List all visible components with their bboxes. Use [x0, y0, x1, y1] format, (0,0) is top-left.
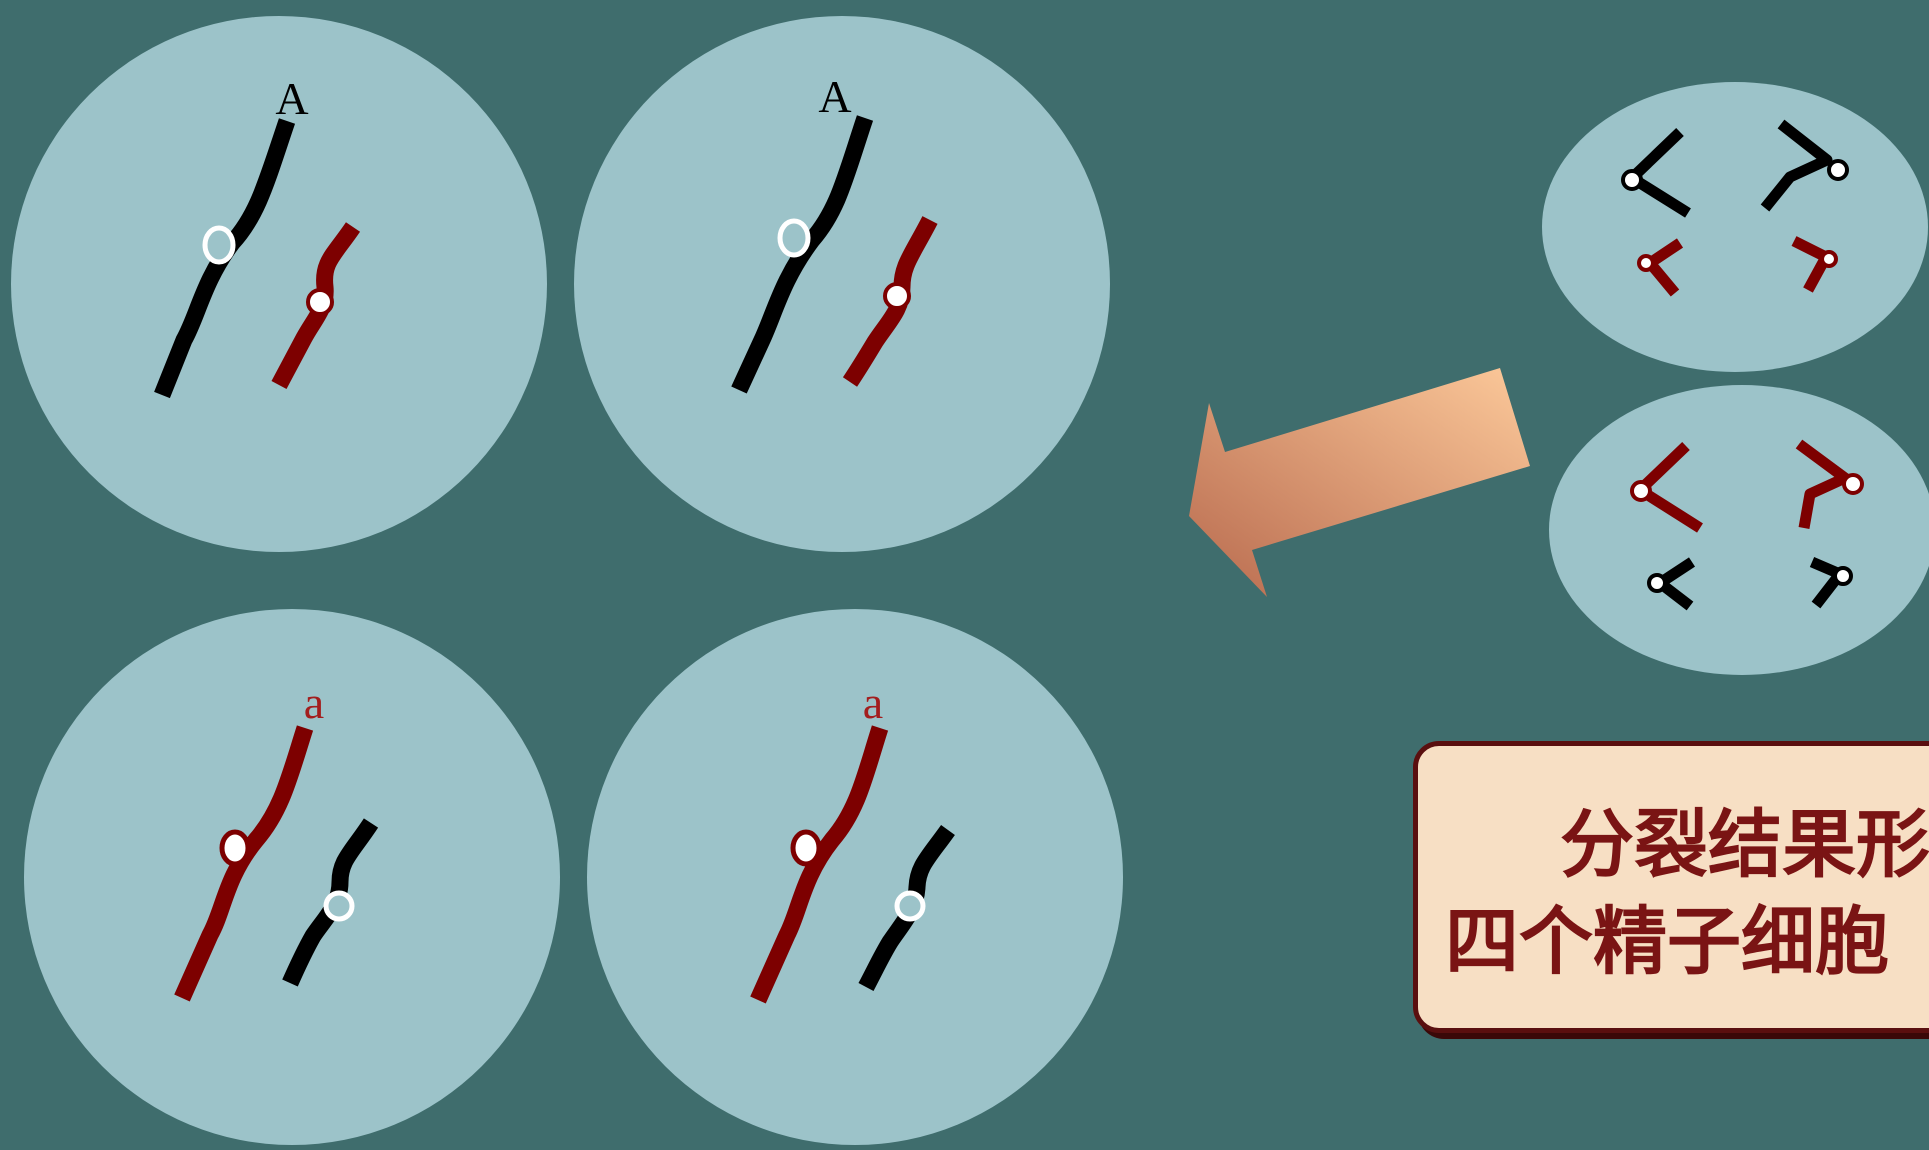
gene-label: A	[275, 73, 308, 124]
centromere	[1649, 575, 1665, 591]
centromere	[793, 832, 819, 864]
sperm-cell-3	[24, 609, 560, 1145]
centromere	[1822, 252, 1836, 266]
centromere	[326, 893, 352, 919]
centromere	[222, 832, 248, 864]
gene-label: A	[818, 71, 851, 122]
centromere	[1829, 161, 1847, 179]
centromere	[897, 893, 923, 919]
caption-line-2: 四个精子细胞	[1445, 905, 1889, 979]
centromere	[885, 284, 909, 308]
secondary-spermatocyte-top	[1542, 82, 1928, 372]
centromere	[1844, 475, 1862, 493]
caption-line-1: 分裂结果形	[1560, 808, 1929, 882]
gene-label: a	[863, 677, 883, 728]
gene-label: a	[304, 677, 324, 728]
centromere	[1623, 171, 1641, 189]
left-arrow	[1189, 368, 1530, 597]
secondary-spermatocyte-bottom	[1549, 385, 1929, 675]
centromere	[308, 290, 332, 314]
centromere	[1835, 568, 1851, 584]
centromere	[780, 221, 808, 255]
centromere	[1639, 256, 1653, 270]
centromere	[205, 228, 233, 262]
sperm-cell-4	[587, 609, 1123, 1145]
centromere	[1632, 482, 1650, 500]
